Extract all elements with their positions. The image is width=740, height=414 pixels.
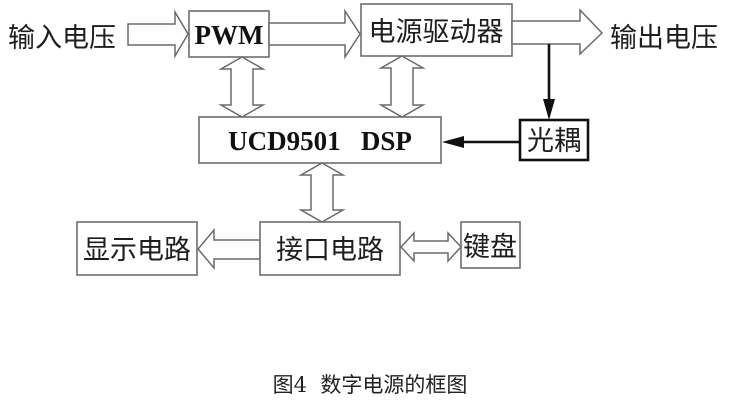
display-circuit-block: 显示电路 xyxy=(76,221,198,276)
display-circuit-label: 显示电路 xyxy=(83,235,191,266)
power-driver-label: 电源驱动器 xyxy=(369,17,504,48)
optocoupler-block: 光耦 xyxy=(518,118,590,162)
interface-circuit-label: 接口电路 xyxy=(276,235,384,266)
pwm-dsp-double-arrow xyxy=(218,56,266,118)
pwm-label: PWM xyxy=(195,20,264,50)
interface-keyboard-double-arrow xyxy=(399,231,463,263)
driver-to-output-arrow xyxy=(511,8,604,56)
opto-to-dsp-arrowhead xyxy=(442,136,464,148)
keyboard-block: 键盘 xyxy=(460,221,521,269)
power-driver-block: 电源驱动器 xyxy=(360,3,513,57)
dsp-interface-double-arrow xyxy=(298,162,346,223)
pwm-block: PWM xyxy=(188,10,270,58)
dsp-block: UCD9501 DSP xyxy=(198,116,442,164)
pwm-to-driver-arrow xyxy=(268,8,361,60)
driver-dsp-double-arrow xyxy=(378,55,426,118)
output-voltage-label: 输出电压 xyxy=(610,23,718,54)
figure-caption: 图4 数字电源的框图 xyxy=(273,373,468,397)
keyboard-label: 键盘 xyxy=(463,232,517,263)
interface-to-display-arrow xyxy=(197,227,261,271)
dsp-label: UCD9501 DSP xyxy=(228,126,412,156)
input-voltage-label: 输入电压 xyxy=(8,23,116,54)
interface-circuit-block: 接口电路 xyxy=(259,221,401,276)
feedback-arrowhead xyxy=(543,99,555,120)
optocoupler-label: 光耦 xyxy=(527,126,581,157)
input-to-pwm-arrow xyxy=(127,9,189,59)
